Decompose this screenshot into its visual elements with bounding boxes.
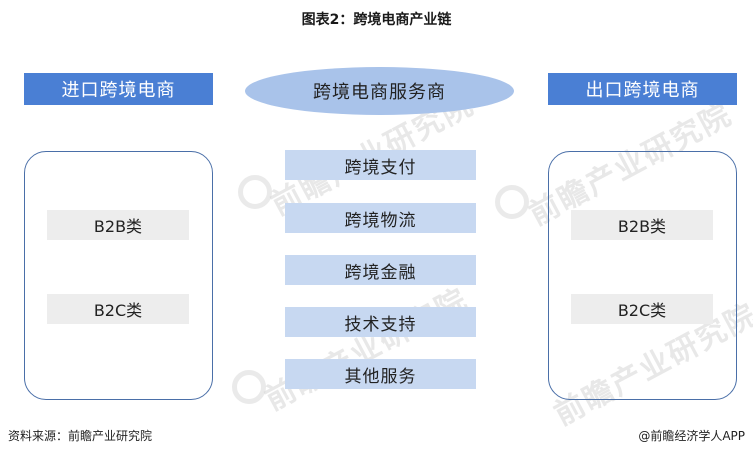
export-category-box [548, 151, 737, 400]
import-ecommerce-header: 进口跨境电商 [24, 73, 213, 105]
export-b2b-category: B2B类 [571, 210, 713, 240]
export-ecommerce-header: 出口跨境电商 [548, 73, 737, 105]
diagram-title: 图表2：跨境电商产业链 [301, 12, 452, 28]
service-cross-border-finance: 跨境金融 [285, 255, 476, 285]
import-b2c-category: B2C类 [47, 294, 189, 324]
service-cross-border-payment: 跨境支付 [285, 150, 476, 180]
service-other-services: 其他服务 [285, 359, 476, 389]
watermark-logo-icon [232, 370, 266, 404]
import-b2b-category: B2B类 [47, 210, 189, 240]
credit-note: @前瞻经济学人APP [638, 429, 745, 443]
service-technical-support: 技术支持 [285, 307, 476, 337]
service-provider-ellipse: 跨境电商服务商 [245, 67, 514, 115]
import-category-box [24, 151, 213, 400]
watermark-text: 前瞻产业研究院 [259, 281, 474, 418]
watermark-logo-icon [238, 175, 272, 209]
export-b2c-category: B2C类 [571, 294, 713, 324]
watermark-logo-icon [495, 185, 529, 219]
source-note: 资料来源：前瞻产业研究院 [8, 429, 153, 443]
service-cross-border-logistics: 跨境物流 [285, 203, 476, 233]
